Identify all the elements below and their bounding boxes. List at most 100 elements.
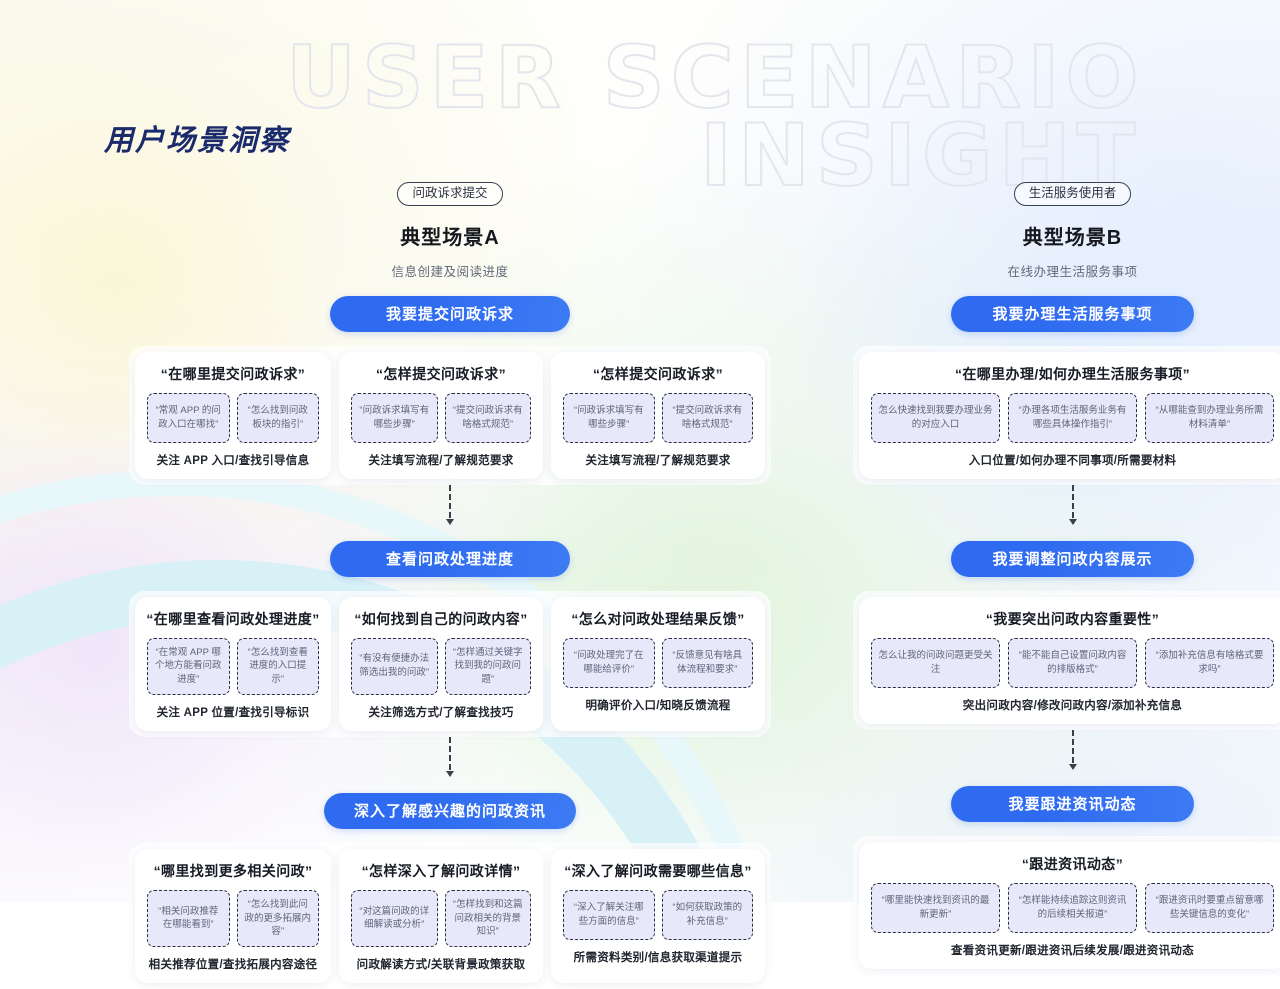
question-card[interactable]: “怎样深入了解问政详情” “对这篇问政的详细解读或分析”“怎样找到和这篇问政相关的… [339, 848, 543, 984]
background-blob-right [780, 60, 1280, 620]
stage-card-group: “在哪里办理/如何办理生活服务事项” 怎么快速找到我要办理业务的对应入口“办理各项… [853, 345, 1280, 485]
question-chip: “常观 APP 的问政入口在哪找” [147, 392, 230, 443]
question-chip-list: “有没有便捷办法筛选出我的问政”“怎样通过关键字找到我的问政问题” [351, 637, 531, 695]
question-card-title: “我要突出问政内容重要性” [985, 610, 1160, 627]
question-chip-list: “哪里能快速找到资讯的最新更新”“怎样能持续追踪这则资讯的后续相关报道”“跟进资… [871, 882, 1274, 933]
question-card-title: “怎样深入了解问政详情” [361, 862, 521, 879]
question-chip-list: 怎么让我的问政问题更受关注“能不能自己设置问政内容的排版格式”“添加补充信息有啥… [871, 637, 1274, 688]
question-chip: “怎么找到问政板块的指引” [236, 392, 319, 443]
question-card[interactable]: “深入了解问政需要哪些信息”“深入了解关注哪些方面的信息”“如何获取政策的补充信… [551, 848, 765, 984]
question-card-footer: 突出问政内容/修改问政内容/添加补充信息 [962, 699, 1183, 712]
question-card[interactable]: “哪里找到更多相关问政” “相关问政推荐在哪能看到”“怎么找到此问政的更多拓展内容… [135, 848, 331, 984]
question-card-title: “在哪里提交问政诉求” [160, 365, 306, 382]
question-chip: “怎样通过关键字找到我的问政问题” [444, 637, 531, 695]
question-card-title: “怎样提交问政诉求” [376, 365, 506, 382]
decorative-headline-line1: USER SCENARIO [285, 27, 1145, 129]
scenario-stage: 我要调整问政内容展示 “我要突出问政内容重要性” 怎么让我的问政问题更受关注“能不能… [853, 525, 1280, 730]
flow-connector-arrow [1068, 484, 1077, 525]
question-chip: 怎么让我的问政问题更受关注 [871, 637, 1000, 688]
connector-dashed-line [1071, 484, 1074, 518]
arrow-down-icon [446, 770, 454, 777]
question-card[interactable]: “在哪里办理/如何办理生活服务事项” 怎么快速找到我要办理业务的对应入口“办理各项… [859, 351, 1280, 479]
question-chip: “问政诉求填写有哪些步骤” [563, 392, 655, 443]
question-chip: “能不能自己设置问政内容的排版格式” [1008, 637, 1137, 688]
question-chip: “问政诉求填写有哪些步骤” [351, 392, 438, 443]
question-chip: “怎么找到此问政的更多拓展内容” [236, 889, 319, 948]
scenario-stage: 我要办理生活服务事项 “在哪里办理/如何办理生活服务事项” 怎么快速找到我要办理业务… [853, 280, 1280, 485]
arrow-down-icon [1068, 763, 1077, 770]
question-card-title: “在哪里办理/如何办理生活服务事项” [954, 365, 1191, 382]
flow-connector-arrow [1068, 729, 1077, 770]
question-card[interactable]: “如何找到自己的问政内容”“有没有便捷办法筛选出我的问政”“怎样通过关键字找到我… [339, 596, 543, 731]
question-card-title: “跟进资讯动态” [1021, 855, 1124, 872]
stage-action-button[interactable]: 我要办理生活服务事项 [951, 295, 1194, 332]
question-card[interactable]: “怎么对问政处理结果反馈” “问政处理完了在哪能给评价”“反馈意见有啥具体流程和要… [551, 596, 765, 731]
question-card[interactable]: “我要突出问政内容重要性” 怎么让我的问政问题更受关注“能不能自己设置问政内容的排… [859, 596, 1280, 724]
question-card-title: “怎样提交问政诉求” [593, 365, 723, 382]
question-chip-list: “在常观 APP 哪个地方能看问政进度”“怎么找到查看进度的入口提示” [147, 637, 319, 695]
question-card[interactable]: “怎样提交问政诉求”“问政诉求填写有哪些步骤”“提交问政诉求有啥格式规范”关注填… [551, 351, 765, 479]
persona-badge: 生活服务使用者 [1013, 182, 1132, 206]
stage-action-button[interactable]: 我要跟进资讯动态 [951, 785, 1194, 822]
question-chip: “提交问政诉求有啥格式规范” [661, 392, 753, 443]
question-chip-list: “问政诉求填写有哪些步骤”“提交问政诉求有啥格式规范” [563, 392, 753, 443]
question-card[interactable]: “在哪里查看问政处理进度” “在常观 APP 哪个地方能看问政进度”“怎么找到查看… [135, 596, 331, 731]
connector-dashed-line [449, 484, 451, 518]
scenario-stage: 我要跟进资讯动态 “跟进资讯动态” “哪里能快速找到资讯的最新更新”“怎样能持续追踪… [853, 770, 1280, 975]
stage-action-button[interactable]: 查看问政处理进度 [330, 540, 570, 577]
question-chip-list: “常观 APP 的问政入口在哪找”“怎么找到问政板块的指引” [147, 392, 319, 443]
question-chip-list: “相关问政推荐在哪能看到”“怎么找到此问政的更多拓展内容” [147, 889, 319, 948]
question-card[interactable]: “怎样提交问政诉求” “问政诉求填写有哪些步骤”“提交问政诉求有啥格式规范” 关注填… [339, 351, 543, 479]
persona-badge: 问政诉求提交 [397, 182, 503, 206]
question-card[interactable]: “跟进资讯动态” “哪里能快速找到资讯的最新更新”“怎样能持续追踪这则资讯的后续相… [859, 841, 1280, 969]
question-chip: “相关问政推荐在哪能看到” [147, 889, 230, 948]
question-card-footer: 入口位置/如何办理不同事项/所需要材料 [968, 454, 1177, 467]
question-chip-list: “问政处理完了在哪能给评价”“反馈意见有啥具体流程和要求” [563, 637, 753, 688]
question-chip: “反馈意见有啥具体流程和要求” [661, 637, 753, 688]
question-chip: “办理各项生活服务业务有哪些具体操作指引” [1008, 392, 1137, 443]
stage-action-button[interactable]: 我要调整问政内容展示 [951, 540, 1194, 577]
flow-connector-arrow [446, 484, 454, 525]
question-chip: “问政处理完了在哪能给评价” [563, 637, 655, 688]
question-chip: “从哪能查到办理业务所需材料清单” [1145, 392, 1274, 443]
stage-action-button[interactable]: 深入了解感兴趣的问政资讯 [324, 792, 576, 829]
connector-dashed-line [449, 736, 451, 770]
question-chip-list: “对这篇问政的详细解读或分析”“怎样找到和这篇问政相关的背景知识” [351, 889, 531, 948]
arrow-down-icon [1068, 518, 1077, 525]
question-chip-list: “问政诉求填写有哪些步骤”“提交问政诉求有啥格式规范” [351, 392, 531, 443]
question-card[interactable]: “在哪里提交问政诉求” “常观 APP 的问政入口在哪找”“怎么找到问政板块的指引… [135, 351, 331, 479]
scenario-stage: 深入了解感兴趣的问政资讯 “哪里找到更多相关问政” “相关问政推荐在哪能看到”“怎么… [129, 777, 771, 989]
question-chip: “在常观 APP 哪个地方能看问政进度” [147, 637, 230, 695]
question-chip: “怎么找到查看进度的入口提示” [236, 637, 319, 695]
page-title: 用户场景洞察 [104, 125, 291, 157]
question-chip: “跟进资讯时要重点留意哪些关键信息的变化” [1145, 882, 1274, 933]
question-chip-list: 怎么快速找到我要办理业务的对应入口“办理各项生活服务业务有哪些具体操作指引”“从… [871, 392, 1274, 443]
scenario-title: 典型场景B [1022, 226, 1123, 249]
question-chip-list: “深入了解关注哪些方面的信息”“如何获取政策的补充信息” [563, 889, 753, 940]
question-card-footer: 查看资讯更新/跟进资讯后续发展/跟进资讯动态 [951, 944, 1194, 957]
question-chip: “提交问政诉求有啥格式规范” [444, 392, 531, 443]
question-card-footer: 关注填写流程/了解规范要求 [368, 454, 514, 467]
scenario-subtitle: 信息创建及阅读进度 [391, 264, 509, 279]
stage-action-button[interactable]: 我要提交问政诉求 [330, 295, 570, 332]
stage-card-group: “在哪里提交问政诉求” “常观 APP 的问政入口在哪找”“怎么找到问政板块的指引… [129, 345, 771, 485]
stage-card-group: “哪里找到更多相关问政” “相关问政推荐在哪能看到”“怎么找到此问政的更多拓展内容… [129, 842, 771, 989]
question-card-footer: 关注 APP 位置/查找引导标识 [156, 706, 310, 719]
question-card-footer: 关注 APP 入口/查找引导信息 [156, 454, 310, 467]
scenario-stage: 查看问政处理进度 “在哪里查看问政处理进度” “在常观 APP 哪个地方能看问政进度… [129, 525, 771, 737]
arrow-down-icon [446, 518, 454, 525]
question-chip: 怎么快速找到我要办理业务的对应入口 [871, 392, 1000, 443]
flow-connector-arrow [446, 736, 454, 777]
question-chip: “怎样能持续追踪这则资讯的后续相关报道” [1008, 882, 1137, 933]
question-card-title: “在哪里查看问政处理进度” [146, 610, 320, 627]
question-card-footer: 明确评价入口/知晓反馈流程 [585, 699, 731, 712]
connector-dashed-line [1071, 729, 1074, 763]
stage-card-group: “在哪里查看问政处理进度” “在常观 APP 哪个地方能看问政进度”“怎么找到查看… [129, 590, 771, 737]
scenario-subtitle: 在线办理生活服务事项 [1007, 264, 1138, 279]
question-card-footer: 相关推荐位置/查找拓展内容途径 [148, 959, 318, 972]
question-card-title: “怎么对问政处理结果反馈” [571, 610, 745, 627]
question-card-title: “哪里找到更多相关问政” [153, 862, 313, 879]
question-chip: “添加补充信息有啥格式要求吗” [1145, 637, 1274, 688]
